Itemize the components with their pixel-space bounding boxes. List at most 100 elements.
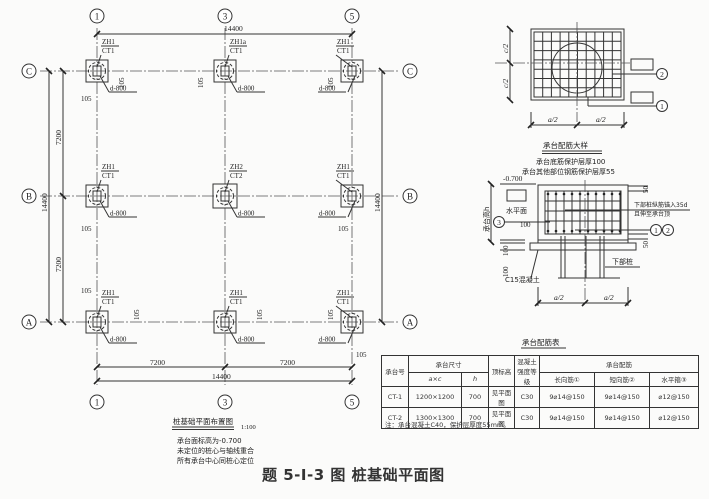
dim-c-half-top: c/2: [501, 44, 510, 53]
pile-label: ZH1: [102, 289, 115, 297]
rebar-dot: [618, 192, 622, 196]
pile-circle: [88, 62, 106, 80]
cell-horiz: ⌀12@150: [649, 386, 699, 408]
offset-label: 105: [256, 309, 264, 320]
detail-dim-100-a: 100: [520, 221, 531, 229]
svg-text:1: 1: [95, 398, 100, 408]
marker-1: 1: [660, 102, 664, 111]
pile-label: ZH1: [337, 163, 350, 171]
detail-anchor-note-1: 下部桩纵筋锚入35d: [634, 201, 688, 209]
pile-circle: [343, 187, 361, 205]
figure-title: 题 5-Ⅰ-3 图 桩基础平面图: [262, 466, 445, 484]
cell-h: 700: [461, 386, 489, 408]
cell-elev: 见平面图: [488, 386, 515, 408]
cap-outline: [85, 184, 109, 208]
dim-left-bay-1: 7200: [54, 130, 63, 145]
rebar-dot: [554, 192, 558, 196]
cell-short: 9⌀14@150: [594, 407, 651, 429]
pile-label: ZH1: [230, 289, 243, 297]
table-note: 注：承台混凝土C40，保护层厚度55mm。: [385, 421, 510, 429]
detail-lower-pile: 下部桩: [612, 257, 633, 266]
detail-height-label: 承台高h: [482, 207, 491, 232]
plan-grid: [40, 28, 400, 385]
cap-label: CT1: [337, 47, 350, 55]
axis-bubble-right-C: C: [402, 63, 418, 79]
dim-c-half-bottom: c/2: [501, 79, 510, 88]
pile-circle: [343, 62, 361, 80]
detail-dim-50-bottom: 50: [642, 241, 650, 249]
cap-rebar-section-detail: 承台配筋大样 承台底筋保护层厚100 承台其他部位钢筋保护层厚55 -0.700…: [482, 140, 690, 349]
detail-title: 承台配筋大样: [543, 140, 588, 150]
axis-bubble-right-B: B: [402, 188, 418, 204]
pile-diameter-label: d-800: [238, 210, 255, 218]
table-row: CT-2 1300×1300 700 见平面图 C30 9⌀14@150 9⌀1…: [381, 407, 699, 429]
pile-circle: [88, 187, 106, 205]
rebar-dot: [570, 229, 574, 233]
pile-label: ZH1: [102, 38, 115, 46]
detail-horizontal-label: 水平面: [506, 206, 527, 215]
rebar-dot: [570, 192, 574, 196]
offset-label: 105: [327, 77, 335, 88]
th-grade: 混凝土强度等级: [514, 355, 540, 387]
cell-cap: CT-1: [381, 386, 409, 408]
cell-elev: 见平面图: [488, 407, 515, 429]
dim-bottom-bay-1: 7200: [150, 358, 165, 367]
cell-axc: 1200×1200: [408, 386, 462, 408]
section-dim-a-half-right: a/2: [604, 293, 614, 302]
dim-a-half-right: a/2: [596, 115, 606, 124]
svg-text:3: 3: [223, 398, 228, 408]
offset-label: 105: [118, 77, 126, 88]
axis-bubble-left-B: B: [21, 188, 37, 204]
svg-text:1: 1: [95, 12, 100, 22]
pile-circle: [216, 62, 234, 80]
pile-circle: [216, 313, 234, 331]
cap-label: CT1: [102, 47, 115, 55]
svg-text:B: B: [407, 192, 413, 202]
pile-core: [347, 190, 357, 202]
dim-top-overall: 14400: [224, 24, 243, 33]
pile-diameter-label: d-800: [110, 210, 127, 218]
offset-label: 105: [356, 351, 367, 359]
cell-long: 9⌀14@150: [538, 407, 596, 429]
cap-label: CT1: [337, 172, 350, 180]
cap-label: CT1: [102, 298, 115, 306]
cap-outline: [213, 310, 237, 334]
axis-bubble-top-1: 1: [89, 8, 105, 24]
cell-grade: C30: [514, 407, 540, 429]
plan-scale: 1:100: [241, 424, 256, 431]
cap-outline: [212, 183, 238, 209]
pile-caps: ZH1CT1d-800ZH1aCT1d-800ZH1CT1d-800ZH1CT1…: [85, 38, 364, 344]
axis-bubble-top-5: 5: [344, 8, 360, 24]
svg-text:B: B: [26, 192, 32, 202]
th-axc: a×c: [408, 371, 462, 388]
cap-outline: [85, 310, 109, 334]
rebar-dot: [546, 192, 550, 196]
th-cap-no: 承台号: [381, 355, 409, 387]
detail-blinding: C15混凝土: [505, 275, 540, 284]
cap-label: CT2: [230, 172, 243, 180]
pile-label: ZH1a: [230, 38, 247, 46]
pile-label: ZH1: [102, 163, 115, 171]
cell-axc: 1300×1300: [408, 407, 462, 429]
axis-bubble-left-C: C: [21, 63, 37, 79]
pile-circle: [343, 313, 361, 331]
table-title: 承台配筋表: [522, 337, 560, 347]
pile-diameter-label: d-800: [238, 336, 255, 344]
pile-circle: [216, 187, 234, 205]
th-horiz: 水平箍③: [649, 371, 699, 388]
offset-label: 105: [81, 287, 92, 295]
detail-anchor-note-2: 且伸至承台顶: [634, 210, 670, 218]
cell-long: 9⌀14@150: [538, 386, 596, 408]
axis-bubble-bottom-1: 1: [89, 394, 105, 410]
detail-cover-bottom: 承台底筋保护层厚100: [536, 157, 605, 166]
plan-note-3: 所有承台中心同桩心定位: [177, 456, 254, 465]
pile-core: [347, 65, 357, 77]
dim-right-overall: 14400: [373, 193, 382, 212]
pile-label: ZH2: [230, 163, 243, 171]
pile-diameter-label: d-800: [319, 210, 336, 218]
svg-text:5: 5: [350, 398, 355, 408]
pile-diameter-label: d-800: [110, 85, 127, 93]
